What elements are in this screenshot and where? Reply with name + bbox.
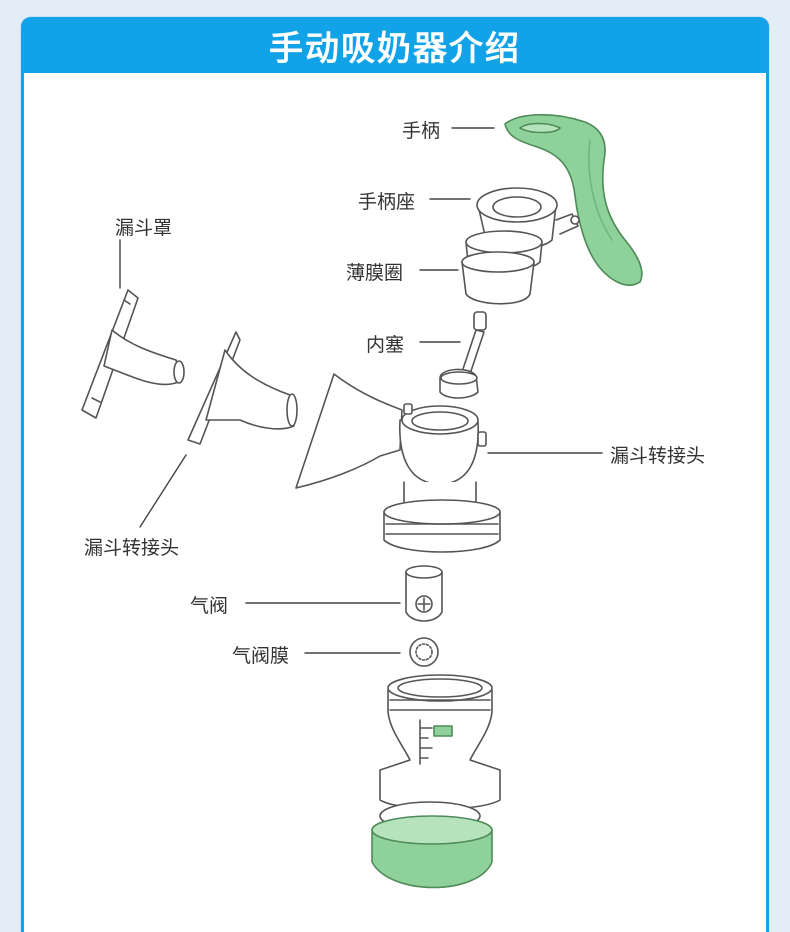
label-diaphragm-ring: 薄膜圈 bbox=[346, 262, 404, 284]
label-funnel-adapter-right: 漏斗转接头 bbox=[610, 445, 706, 467]
page-header: 手动吸奶器介绍 bbox=[21, 17, 769, 73]
valve-part bbox=[405, 565, 443, 622]
label-handle-seat: 手柄座 bbox=[358, 191, 416, 213]
page-title: 手动吸奶器介绍 bbox=[269, 28, 521, 69]
label-inner-plug: 内塞 bbox=[366, 334, 405, 356]
label-valve: 气阀 bbox=[190, 595, 229, 617]
label-valve-membrane: 气阀膜 bbox=[232, 645, 290, 667]
funnel-cover-part bbox=[81, 289, 185, 419]
label-funnel-cover: 漏斗罩 bbox=[115, 217, 173, 239]
bottle-base-part bbox=[371, 801, 493, 889]
leader-lines bbox=[119, 127, 603, 654]
label-handle: 手柄 bbox=[402, 120, 441, 142]
diaphragm-ring-part bbox=[461, 230, 543, 305]
inner-plug-part bbox=[439, 311, 487, 399]
funnel-body-part bbox=[295, 373, 501, 553]
handle-part bbox=[504, 113, 643, 286]
valve-membrane-part bbox=[409, 637, 439, 667]
funnel-adapter-left-part bbox=[187, 331, 298, 445]
bottle-part bbox=[379, 674, 501, 810]
label-funnel-adapter-left: 漏斗转接头 bbox=[84, 537, 180, 559]
